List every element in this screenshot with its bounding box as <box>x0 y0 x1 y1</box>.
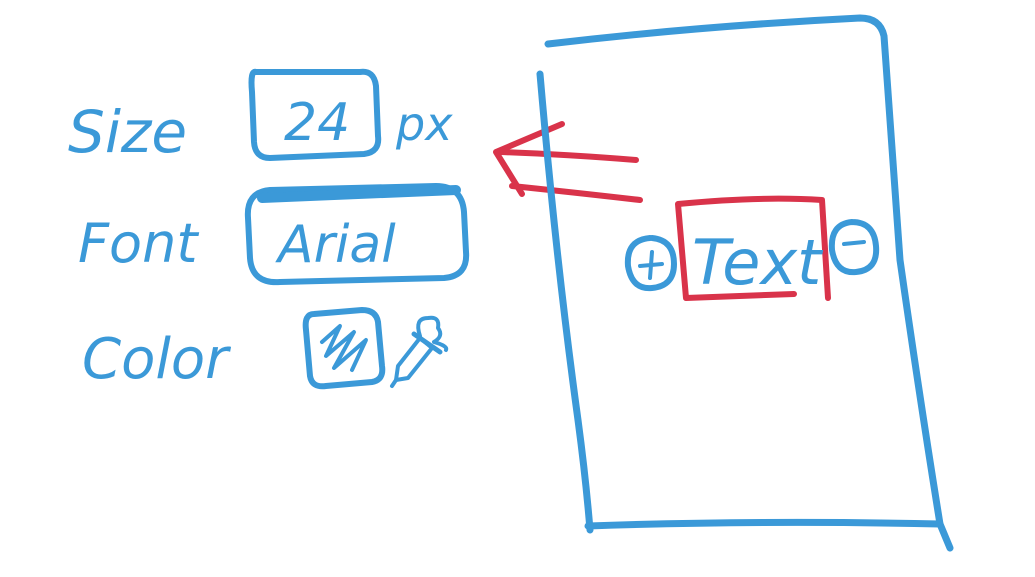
page-canvas: Text <box>536 14 954 552</box>
font-select-value: Arial <box>275 215 396 275</box>
text-element-label: Text <box>692 226 824 299</box>
text-selection-box <box>675 195 831 301</box>
size-input-box[interactable] <box>248 68 382 161</box>
eyedropper-icon[interactable] <box>390 315 449 388</box>
minus-circle-icon[interactable] <box>828 219 880 276</box>
size-row: Size 24 px <box>68 68 453 166</box>
page-outline <box>544 14 954 552</box>
size-input-value: 24 <box>284 93 350 153</box>
font-row: Font Arial <box>78 183 470 286</box>
properties-panel: Size 24 px Font Arial Color <box>68 68 470 392</box>
plus-circle-icon[interactable] <box>624 235 677 292</box>
size-label: Size <box>68 98 187 166</box>
color-label: Color <box>82 327 231 392</box>
size-unit-label: px <box>395 97 453 151</box>
page-left-edge <box>536 70 594 534</box>
page-bottom-edge <box>584 518 944 530</box>
text-element[interactable]: Text <box>675 195 831 301</box>
color-swatch-icon[interactable] <box>302 307 386 390</box>
left-arrow-icon <box>493 121 643 203</box>
color-row: Color <box>82 307 449 392</box>
font-select-box[interactable] <box>244 183 470 286</box>
font-select-box-top-stroke <box>257 185 461 203</box>
font-label: Font <box>78 212 199 275</box>
